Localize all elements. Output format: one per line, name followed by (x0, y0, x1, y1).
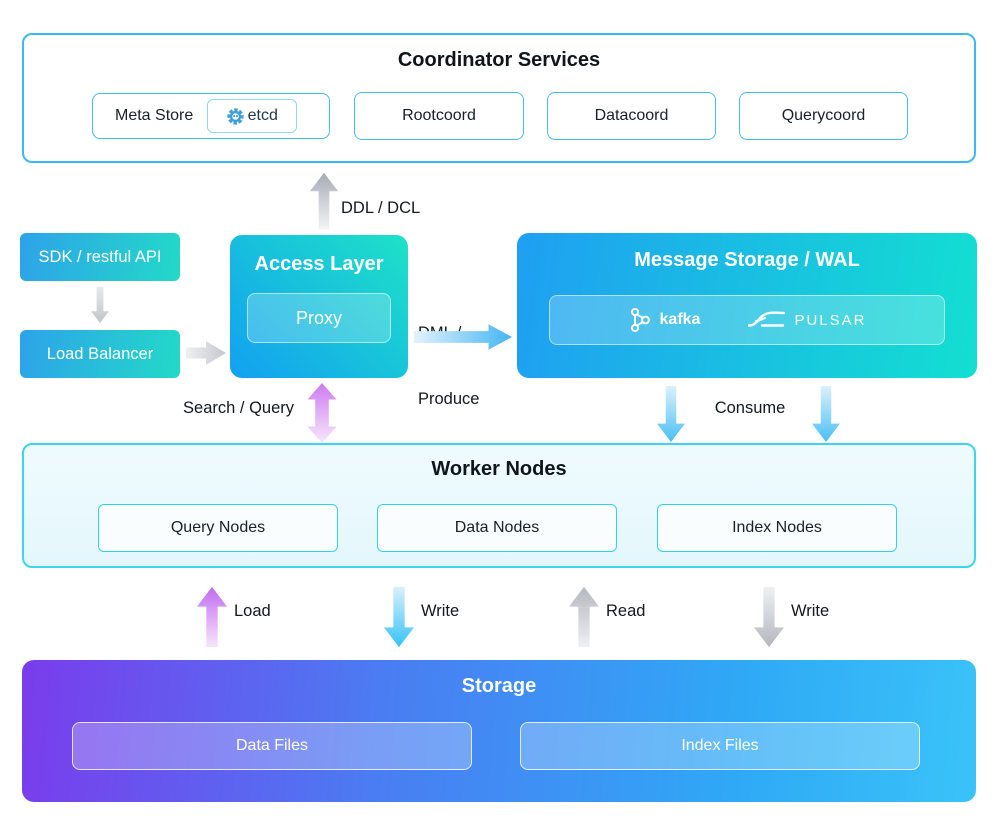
rootcoord-box: Rootcoord (354, 92, 524, 140)
dml-right-arrow (414, 324, 512, 350)
coordinator-services-title: Coordinator Services (397, 49, 601, 71)
access-layer-title: Access Layer (254, 253, 384, 275)
meta-store-label: Meta Store (115, 107, 194, 124)
index-files-box: Index Files (520, 722, 920, 770)
worker-nodes-title: Worker Nodes (431, 458, 567, 480)
kafka-icon (630, 308, 650, 332)
lb-right-arrow (186, 341, 226, 365)
dml-label: DML / Produce (418, 324, 480, 408)
read-up-arrow (568, 586, 600, 648)
search-query-label: Search / Query (183, 399, 294, 417)
write-down-arrow-blue (383, 586, 415, 648)
data-nodes-box: Data Nodes (377, 504, 617, 552)
pulsar-icon (748, 311, 786, 327)
kafka-label: kafka (659, 311, 701, 328)
consume-label: Consume (714, 399, 786, 417)
search-query-double-arrow (307, 383, 337, 443)
consume-arrow-left (657, 386, 685, 442)
query-nodes-box: Query Nodes (98, 504, 338, 552)
worker-nodes-panel: Worker Nodes Query Nodes Data Nodes Inde… (22, 443, 976, 568)
querycoord-box: Querycoord (739, 92, 908, 140)
etcd-box: etcd (207, 99, 298, 133)
read-label: Read (606, 602, 646, 620)
ddl-label: DDL / DCL (341, 199, 421, 217)
meta-store-box: Meta Store etcd (92, 93, 330, 139)
sdk-down-arrow (91, 287, 109, 323)
access-layer-panel: Access Layer Proxy (230, 235, 408, 378)
load-balancer-box: Load Balancer (20, 330, 180, 378)
storage-panel: Storage Data Files Index Files (22, 660, 976, 802)
load-label: Load (234, 602, 271, 620)
index-nodes-box: Index Nodes (657, 504, 897, 552)
wal-engines-box: kafka PULSAR (549, 295, 945, 345)
proxy-box: Proxy (247, 293, 391, 343)
etcd-gear-icon (226, 107, 244, 125)
datacoord-box: Datacoord (547, 92, 716, 140)
kafka-logo-group: kafka (628, 307, 701, 333)
coordinator-services-panel: Coordinator Services Meta Store etcd Roo… (22, 33, 976, 163)
message-storage-panel: Message Storage / WAL kafka (517, 233, 977, 378)
data-files-box: Data Files (72, 722, 472, 770)
write-down-arrow-gray (753, 586, 785, 648)
message-storage-title: Message Storage / WAL (634, 249, 860, 271)
write-index-label: Write (791, 602, 830, 620)
write-data-label: Write (421, 602, 460, 620)
pulsar-label: PULSAR (794, 311, 867, 329)
sdk-box: SDK / restful API (20, 233, 180, 281)
pulsar-logo-group: PULSAR (748, 310, 866, 330)
ddl-up-arrow (309, 172, 339, 230)
consume-arrow-right (812, 386, 840, 442)
etcd-label: etcd (247, 107, 278, 124)
storage-title: Storage (461, 675, 537, 697)
load-up-arrow (196, 586, 228, 648)
